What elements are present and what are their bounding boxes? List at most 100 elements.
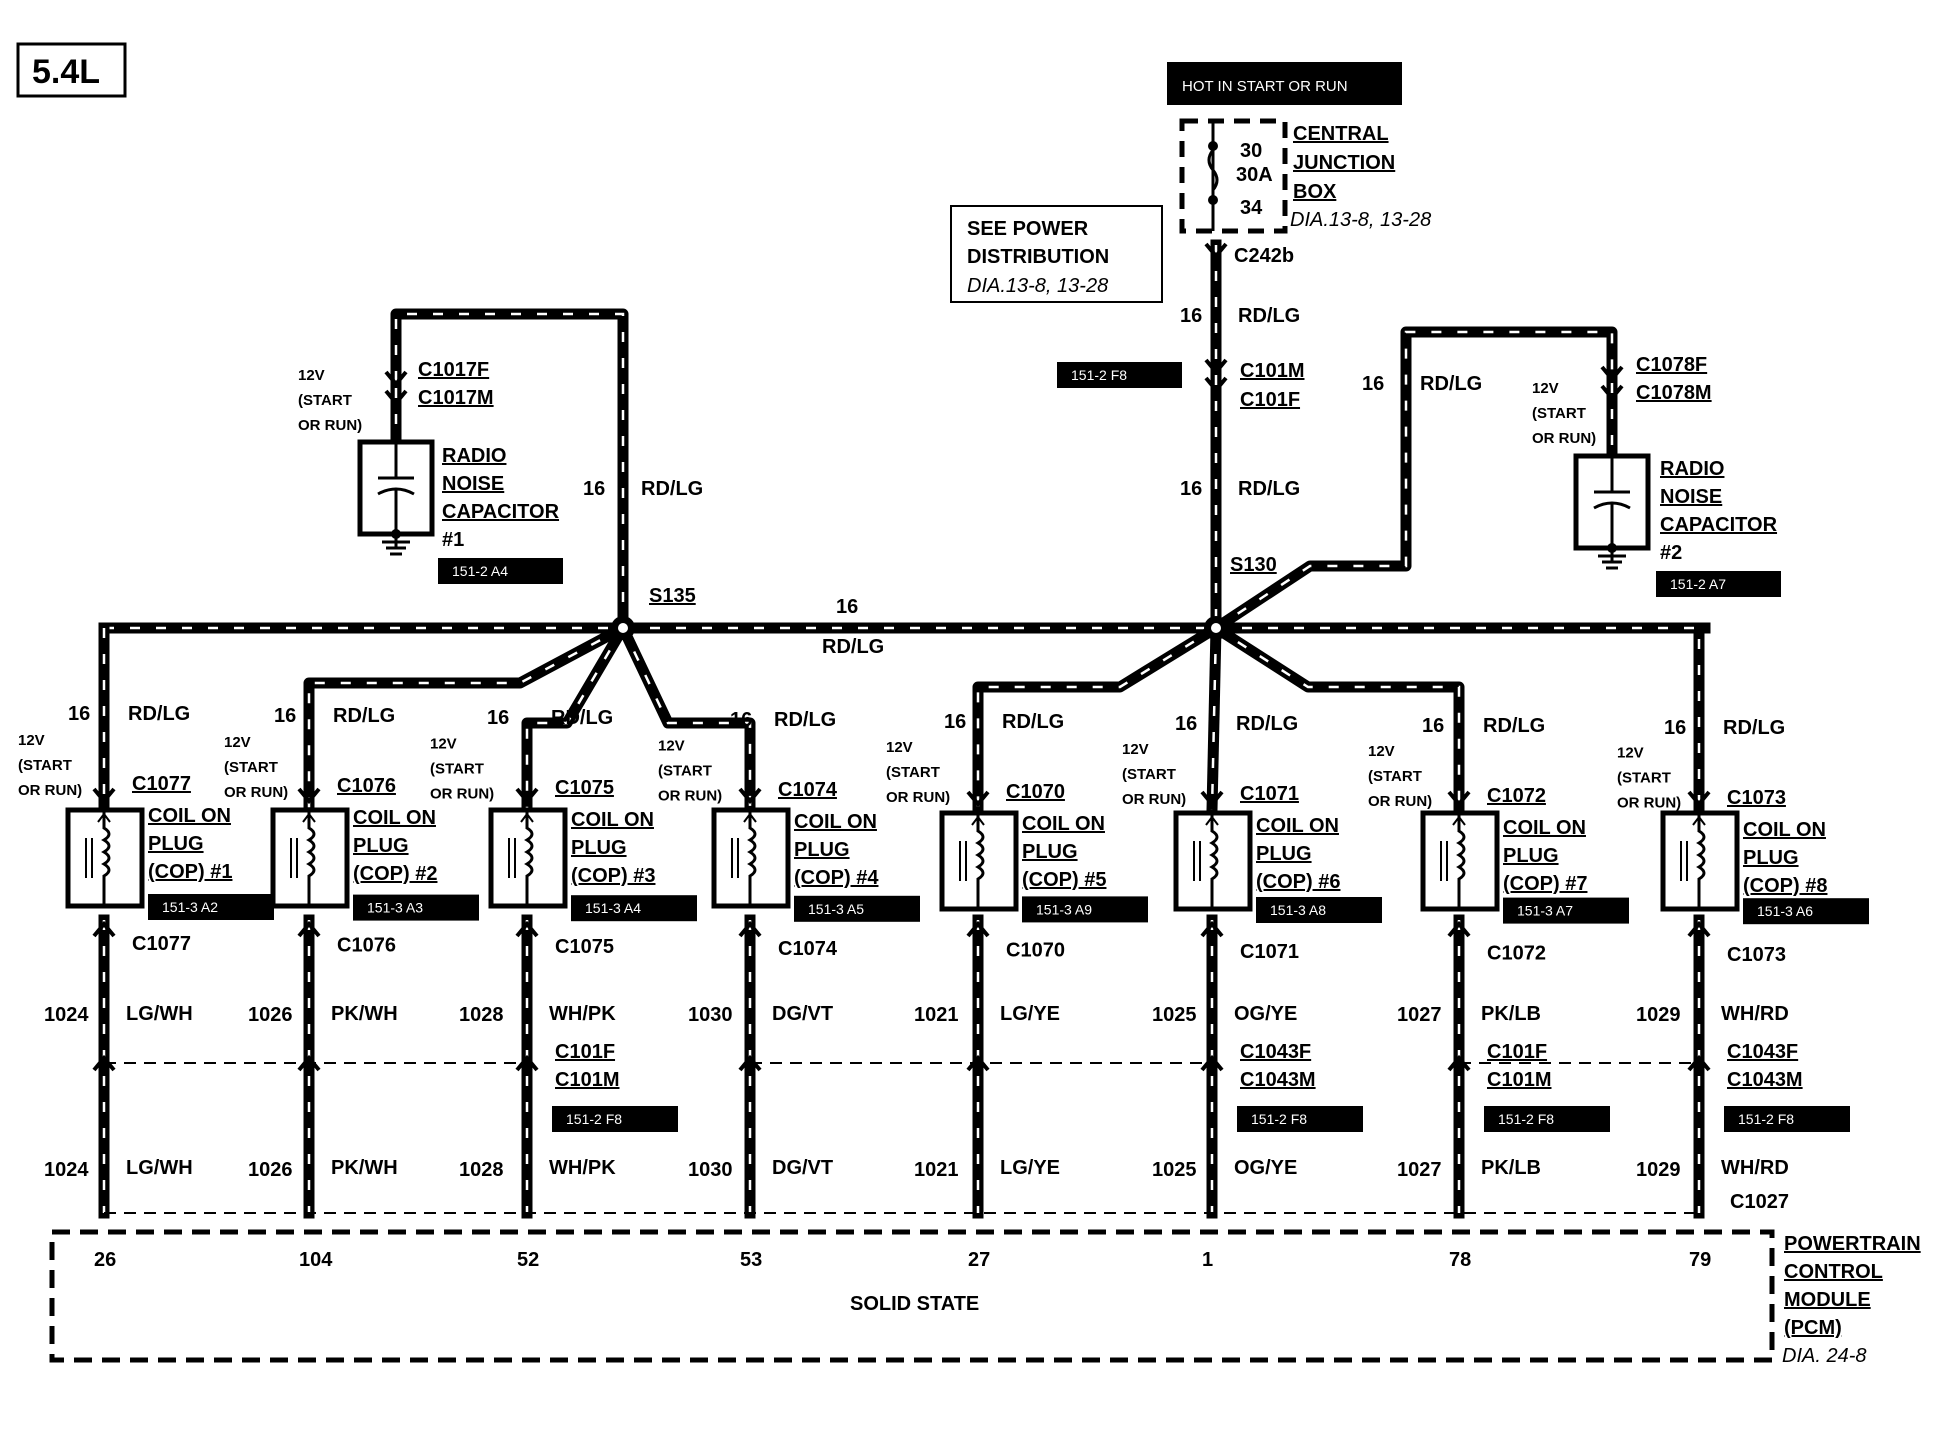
wire-color: LG/WH — [126, 1003, 193, 1025]
voltage-note: 12V — [1368, 743, 1395, 760]
wire-color: RD/LG — [1002, 711, 1064, 733]
connector-label: C1077 — [132, 933, 191, 955]
coil-name: COIL ON — [1022, 813, 1105, 835]
voltage-note: (START — [1532, 405, 1586, 422]
coil-6-inline-tag-box — [1237, 1106, 1363, 1132]
voltage-note: OR RUN) — [658, 787, 722, 804]
voltage-note: (START — [1617, 770, 1671, 787]
left-riser-wire-stripe — [394, 312, 625, 628]
wire-color: RD/LG — [822, 636, 884, 658]
components — [16, 42, 1775, 1363]
wire-color: PK/LB — [1481, 1003, 1541, 1025]
coil-8-inline-connector-icon — [1687, 1054, 1711, 1072]
coil-name: COIL ON — [1743, 819, 1826, 841]
wire-color: PK/WH — [331, 1157, 398, 1179]
connector-c101m: C101M — [1240, 360, 1304, 382]
junction-box-name: BOX — [1293, 181, 1337, 203]
voltage-note: (START — [658, 762, 712, 779]
wire-color: RD/LG — [1723, 717, 1785, 739]
wire-gauge: 16 — [68, 703, 90, 725]
voltage-note: OR RUN) — [224, 784, 288, 801]
circuit-number: 1025 — [1152, 1004, 1197, 1026]
junction-box-ref: DIA.13-8, 13-28 — [1290, 209, 1431, 231]
coil-4-tag: 151-3 A5 — [808, 901, 864, 917]
coil-3-inline-tag-box — [552, 1106, 678, 1132]
coil-7-tag: 151-3 A7 — [1517, 903, 1573, 919]
voltage-note: (START — [430, 761, 484, 778]
connector-label: C1075 — [555, 777, 614, 799]
splice-s135: S135 — [649, 585, 696, 607]
coil-winding-icon — [975, 813, 985, 909]
coil-8-inline-tag: 151-2 F8 — [1738, 1111, 1794, 1127]
coil-name: COIL ON — [1256, 815, 1339, 837]
pcm-name: (PCM) — [1784, 1317, 1842, 1339]
voltage-note: 12V — [430, 736, 457, 753]
circuit-number: 1030 — [688, 1159, 733, 1181]
circuit-number: 1028 — [459, 1004, 504, 1026]
coil-winding-icon — [1456, 813, 1466, 909]
coil-2-lower-connector-icon — [297, 920, 321, 938]
coil-winding-icon — [1692, 815, 1706, 826]
coil-8-feed-wire-stripe — [1216, 626, 1701, 810]
wire-color: LG/WH — [126, 1157, 193, 1179]
voltage-note: 12V — [1532, 380, 1559, 397]
wire-color: RD/LG — [1238, 305, 1300, 327]
coil-8-inline-tag-box — [1724, 1106, 1850, 1132]
pcm-pin: 1 — [1202, 1249, 1213, 1271]
coil-name: PLUG — [1503, 845, 1559, 867]
fuse-terminal — [1208, 195, 1218, 205]
circuit-number: 1021 — [914, 1159, 959, 1181]
coil-5-feed-wire-stripe — [976, 626, 1217, 810]
coil-name: PLUG — [1743, 847, 1799, 869]
capacitor-1-tag-box — [438, 558, 563, 584]
hot-label-box — [1167, 62, 1402, 105]
coil-4-feed-wire-stripe — [621, 627, 752, 810]
circuit-number: 1029 — [1636, 1159, 1681, 1181]
fuse-terminal — [1208, 141, 1218, 151]
wire-color: LG/YE — [1000, 1157, 1060, 1179]
coil-3-lower-connector-icon — [515, 920, 539, 938]
coil-winding-icon — [1209, 813, 1219, 909]
wire-color: LG/YE — [1000, 1003, 1060, 1025]
connector-label: C1078M — [1636, 382, 1712, 404]
ground-icon — [391, 529, 401, 539]
engine-label: 5.4L — [32, 53, 100, 91]
capacitor-1-tag: 151-2 A4 — [452, 563, 508, 579]
coil-winding-icon — [101, 810, 111, 906]
see-power-box — [950, 205, 1163, 303]
circuit-number: 1024 — [44, 1004, 89, 1026]
connector-label: C1074 — [778, 938, 838, 960]
coil-2-feed-wire-stripe — [307, 626, 624, 810]
voltage-note: (START — [1122, 766, 1176, 783]
capacitor-name: RADIO — [1660, 458, 1724, 480]
coil-2-tag: 151-3 A3 — [367, 900, 423, 916]
coil-4-lower-connector-icon — [738, 920, 762, 938]
coil-8-connector-icon — [1687, 790, 1711, 808]
wire-color: WH/RD — [1721, 1003, 1789, 1025]
connector-label: C1077 — [132, 773, 191, 795]
wire-color: RD/LG — [774, 709, 836, 731]
connector-label: C1076 — [337, 775, 396, 797]
voltage-note: OR RUN) — [1532, 430, 1596, 447]
pcm-ref: DIA. 24-8 — [1782, 1345, 1866, 1367]
wire-color: RD/LG — [641, 478, 703, 500]
coil-winding-icon — [971, 815, 985, 826]
coil-1-inline-connector-icon — [92, 1054, 116, 1072]
coil-name: (COP) #3 — [571, 865, 655, 887]
coil-7-tag-box — [1503, 897, 1629, 924]
coil-name: (COP) #1 — [148, 861, 232, 883]
circuit-number: 1027 — [1397, 1159, 1442, 1181]
coil-name: (COP) #2 — [353, 863, 437, 885]
inline-connector-label: C1043M — [1240, 1069, 1316, 1091]
coil-4-tag-box — [794, 895, 920, 922]
voltage-note: OR RUN) — [18, 782, 82, 799]
inline-connector-label: C101M — [1487, 1069, 1551, 1091]
coil-name: PLUG — [1022, 841, 1078, 863]
coil-name: (COP) #7 — [1503, 873, 1587, 895]
connector-label: C1071 — [1240, 941, 1299, 963]
capacitor-name: RADIO — [442, 445, 506, 467]
coil-7-inline-tag: 151-2 F8 — [1498, 1111, 1554, 1127]
fuse-pin-bottom: 34 — [1240, 197, 1263, 219]
